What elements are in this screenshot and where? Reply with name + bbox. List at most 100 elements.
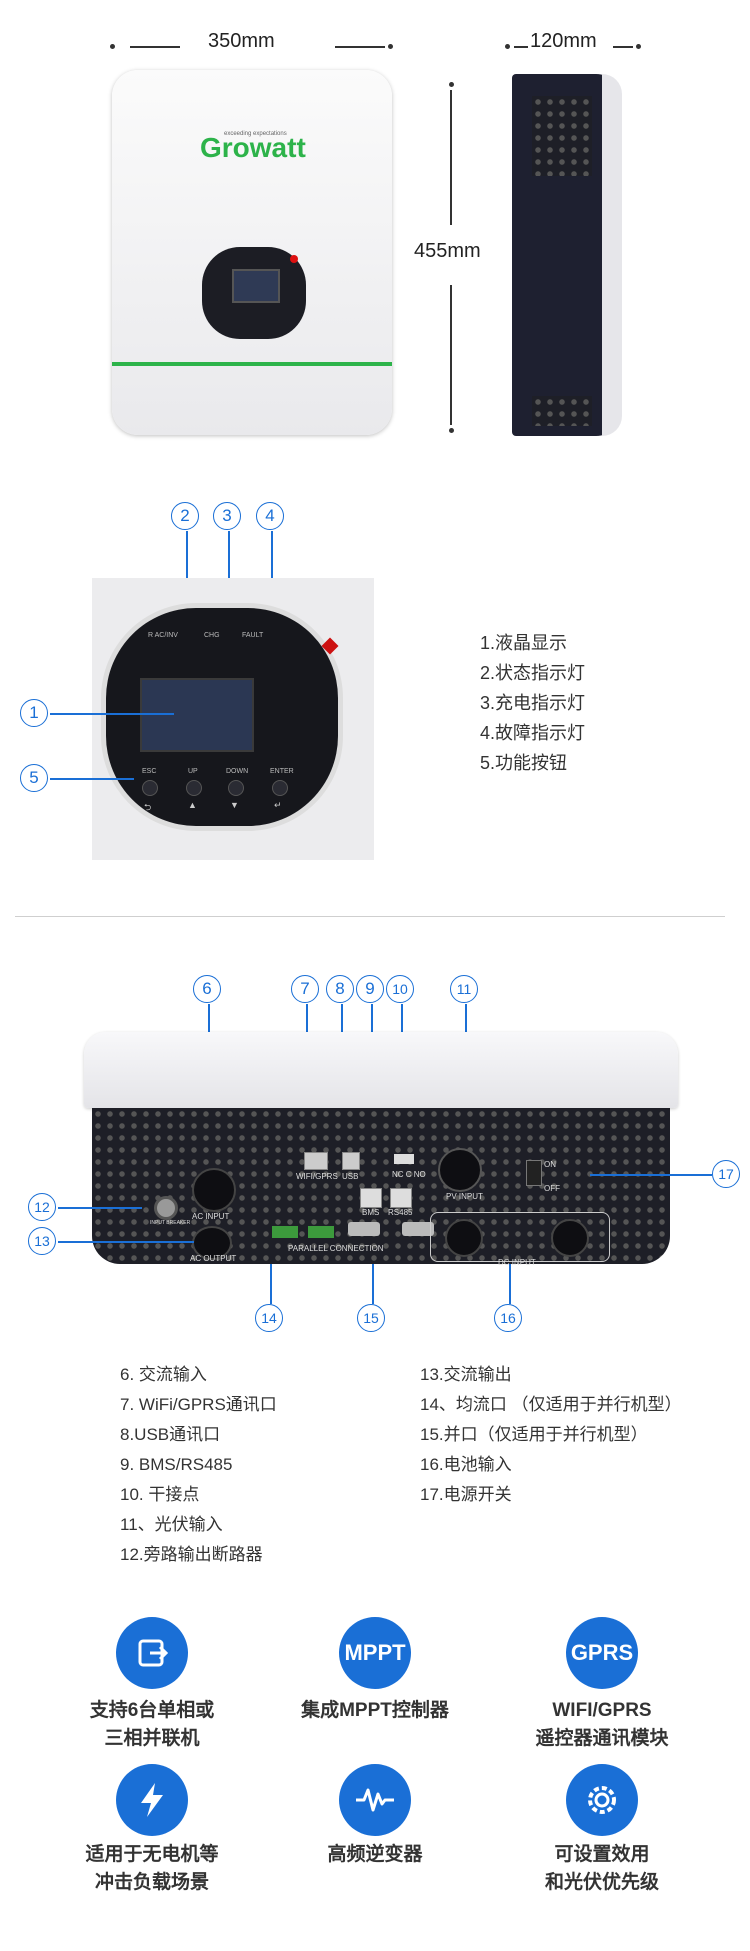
callout-line: [58, 1207, 142, 1209]
legend-item: 6. 交流输入: [120, 1365, 207, 1384]
down-button[interactable]: [228, 780, 244, 796]
indicator-label-chg: CHG: [204, 632, 220, 639]
button-label: DOWN: [226, 768, 249, 775]
ac-input-label: AC INPUT: [192, 1212, 230, 1221]
gprs-badge: GPRS: [570, 1640, 634, 1665]
display-panel-mini: [202, 247, 306, 339]
panel-bezel: R AC/INV CHG FAULT ESC UP DOWN ENTER ⮌ ▲…: [106, 608, 338, 826]
dim-dot: [505, 44, 510, 49]
legend-item: 7. WiFi/GPRS通讯口: [120, 1395, 277, 1414]
db9-port: [348, 1222, 380, 1236]
ac-output-port: [192, 1226, 232, 1260]
gear-icon: [566, 1764, 638, 1836]
power-switch[interactable]: [526, 1160, 542, 1186]
callout-16: 16: [494, 1304, 522, 1332]
vent-grid: [532, 396, 592, 426]
callout-6: 6: [193, 975, 221, 1003]
lcd-screen: [140, 678, 254, 752]
dry-contact-port: [394, 1154, 414, 1164]
dc-input-box: [430, 1212, 610, 1262]
up-button[interactable]: [186, 780, 202, 796]
parallel-label: PARALLEL CONNECTION: [288, 1244, 384, 1253]
height-label: 455mm: [414, 240, 481, 262]
feature-line: WIFI/GPRS: [552, 1700, 652, 1721]
button-label: UP: [188, 768, 198, 775]
switch-on-label: ON: [544, 1160, 556, 1169]
parallel-icon: [116, 1617, 188, 1689]
callout-line: [228, 531, 230, 623]
depth-label: 120mm: [530, 30, 597, 52]
callout-10: 10: [386, 975, 414, 1003]
esc-button[interactable]: [142, 780, 158, 796]
bms-port: [360, 1188, 382, 1208]
breaker-knob[interactable]: [154, 1196, 178, 1220]
mppt-icon: MPPT: [339, 1617, 411, 1689]
inverter-side-view: [512, 74, 622, 436]
feature-label: 适用于无电机等 冲击负载场景: [42, 1841, 262, 1897]
legend-bottom-left: 6. 交流输入 7. WiFi/GPRS通讯口 8.USB通讯口 9. BMS/…: [120, 1360, 277, 1570]
side-face: [602, 74, 622, 436]
dim-dot: [449, 428, 454, 433]
down-symbol: ▼: [230, 800, 239, 810]
legend-item: 12.旁路输出断路器: [120, 1545, 263, 1564]
dim-dot: [388, 44, 393, 49]
brand-logo: Growatt: [200, 132, 306, 163]
callout-15: 15: [357, 1304, 385, 1332]
dim-line: [613, 46, 633, 48]
callout-line: [372, 1264, 374, 1304]
waveform-icon: [339, 1764, 411, 1836]
feature-line: 支持6台单相或: [89, 1700, 215, 1721]
feature-line: 适用于无电机等: [85, 1844, 219, 1865]
callout-14: 14: [255, 1304, 283, 1332]
width-label: 350mm: [208, 30, 275, 52]
legend-item: 15.并口（仅适用于并行机型）: [420, 1425, 648, 1444]
callout-line: [271, 531, 273, 619]
top-cover: [84, 1032, 678, 1108]
dim-line: [450, 285, 452, 425]
legend-item: 3.充电指示灯: [480, 693, 586, 713]
callout-line: [509, 1264, 511, 1304]
legend-item: 5.功能按钮: [480, 753, 568, 773]
indicator-label-ac: R AC/INV: [148, 632, 178, 639]
callout-17: 17: [712, 1160, 740, 1188]
enter-button[interactable]: [272, 780, 288, 796]
callout-line: [50, 778, 134, 780]
callout-13: 13: [28, 1227, 56, 1255]
callout-4: 4: [256, 502, 284, 530]
rs485-port: [390, 1188, 412, 1208]
brand-tagline: exceeding expectations: [224, 131, 287, 137]
dc-port-neg: [551, 1219, 589, 1257]
db9-port: [402, 1222, 434, 1236]
switch-off-label: OFF: [544, 1184, 560, 1193]
legend-item: 17.电源开关: [420, 1485, 512, 1504]
button-label: ENTER: [270, 768, 294, 775]
feature-label: 可设置效用 和光伏优先级: [492, 1841, 712, 1897]
ac-output-label: AC OUTPUT: [190, 1254, 237, 1263]
enter-symbol: ↵: [274, 800, 282, 810]
gprs-icon: GPRS: [566, 1617, 638, 1689]
dry-contact-label: NC C NO: [392, 1170, 426, 1179]
pv-input-label: PV INPUT: [446, 1192, 483, 1201]
parallel-terminal: [272, 1226, 298, 1238]
dim-dot: [110, 44, 115, 49]
legend-item: 11、光伏输入: [120, 1515, 223, 1534]
mppt-badge: MPPT: [344, 1640, 406, 1665]
legend-item: 13.交流输出: [420, 1365, 512, 1384]
callout-11: 11: [450, 975, 478, 1003]
section-divider: [15, 916, 725, 917]
inverter-bottom-view: AC INPUT AC OUTPUT INPUT BREAKER WIFI/GP…: [84, 1032, 678, 1267]
callout-7: 7: [291, 975, 319, 1003]
feature-label: WIFI/GPRS 遥控器通讯模块: [492, 1697, 712, 1753]
parallel-terminal: [308, 1226, 334, 1238]
ac-input-port: [192, 1168, 236, 1212]
usb-port: [342, 1152, 360, 1170]
feature-label: 集成MPPT控制器: [265, 1697, 485, 1725]
legend-item: 16.电池输入: [420, 1455, 512, 1474]
wifi-port: [304, 1152, 328, 1170]
callout-12: 12: [28, 1193, 56, 1221]
legend-item: 8.USB通讯口: [120, 1425, 221, 1444]
callout-2: 2: [171, 502, 199, 530]
panel-photo: R AC/INV CHG FAULT ESC UP DOWN ENTER ⮌ ▲…: [92, 578, 374, 860]
dim-dot: [449, 82, 454, 87]
feature-line: 可设置效用: [554, 1844, 650, 1865]
